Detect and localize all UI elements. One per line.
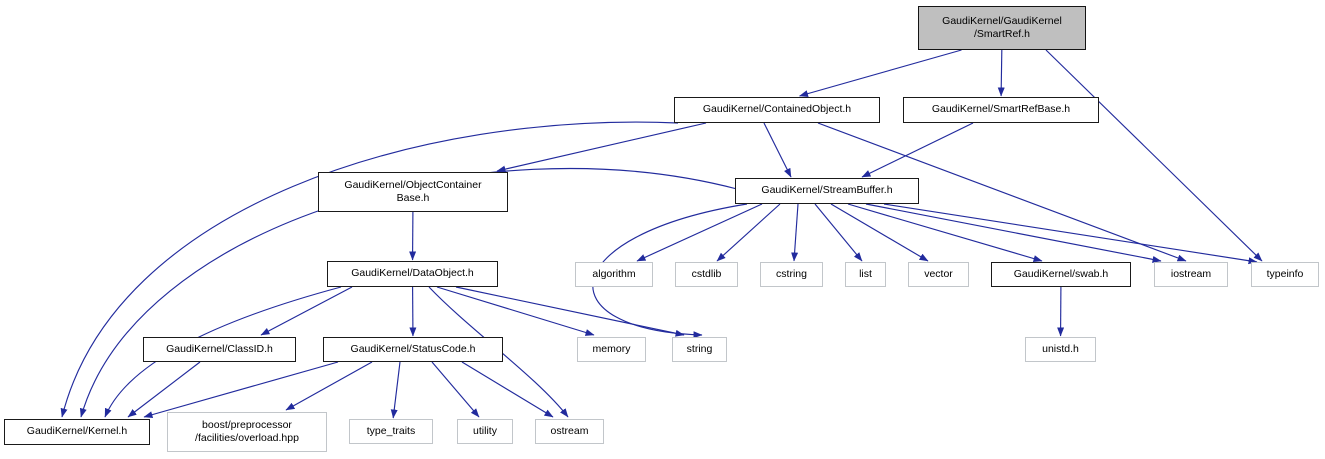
edge-statuscode-to-utility [431, 361, 480, 418]
node-ostream: ostream [535, 419, 604, 444]
node-cstdlib: cstdlib [675, 262, 738, 287]
edge-smartref-to-containedobject [799, 49, 962, 98]
node-classid[interactable]: GaudiKernel/ClassID.h [143, 337, 296, 362]
node-memory: memory [577, 337, 646, 362]
node-typeinfo: typeinfo [1251, 262, 1319, 287]
node-swab[interactable]: GaudiKernel/swab.h [991, 262, 1131, 287]
edge-containedobject-to-iostream [817, 122, 1187, 262]
node-streambuffer[interactable]: GaudiKernel/StreamBuffer.h [735, 178, 919, 204]
node-typetraits: type_traits [349, 419, 433, 444]
node-cstring: cstring [760, 262, 823, 287]
edge-streambuffer-to-vector [830, 203, 929, 262]
node-boost: boost/preprocessor /facilities/overload.… [167, 412, 327, 452]
edge-streambuffer-to-cstdlib [716, 203, 781, 262]
edge-dataobject-to-memory [436, 286, 595, 336]
edge-statuscode-to-ostream [461, 361, 554, 418]
edge-containedobject-to-streambuffer [763, 122, 792, 178]
edge-streambuffer-to-iostream [865, 203, 1162, 263]
edge-dataobject-to-classid [260, 286, 353, 336]
node-statuscode[interactable]: GaudiKernel/StatusCode.h [323, 337, 503, 362]
node-utility: utility [457, 419, 513, 444]
node-containedobject[interactable]: GaudiKernel/ContainedObject.h [674, 97, 880, 123]
edge-classid-to-kernel [127, 361, 201, 418]
node-algorithm: algorithm [575, 262, 653, 287]
edge-statuscode-to-kernel [143, 361, 339, 419]
edge-streambuffer-to-list [814, 203, 863, 262]
edge-streambuffer-to-swab [847, 203, 1043, 262]
edge-smartrefbase-to-streambuffer [861, 122, 974, 178]
edge-smartref-to-typeinfo [1045, 49, 1263, 262]
node-iostream: iostream [1154, 262, 1228, 287]
node-list: list [845, 262, 886, 287]
node-string: string [672, 337, 727, 362]
node-vector: vector [908, 262, 969, 287]
node-smartref: GaudiKernel/GaudiKernel /SmartRef.h [918, 6, 1086, 50]
node-objectcontainerbase[interactable]: GaudiKernel/ObjectContainer Base.h [318, 172, 508, 212]
edge-dataobject-to-string [455, 286, 685, 337]
node-smartrefbase[interactable]: GaudiKernel/SmartRefBase.h [903, 97, 1099, 123]
edge-streambuffer-to-algorithm [636, 203, 763, 262]
edge-streambuffer-to-typeinfo [883, 203, 1258, 265]
edge-smartref-to-smartrefbase [997, 49, 1005, 97]
node-kernel[interactable]: GaudiKernel/Kernel.h [4, 419, 150, 445]
edge-containedobject-to-kernel [60, 121, 679, 418]
edge-statuscode-to-typetraits [390, 361, 401, 419]
node-unistd: unistd.h [1025, 337, 1096, 362]
edge-streambuffer-to-cstring [791, 203, 799, 262]
edge-statuscode-to-boost [285, 361, 373, 411]
node-dataobject[interactable]: GaudiKernel/DataObject.h [327, 261, 498, 287]
edge-containedobject-to-objectcontainerbase [496, 122, 707, 173]
